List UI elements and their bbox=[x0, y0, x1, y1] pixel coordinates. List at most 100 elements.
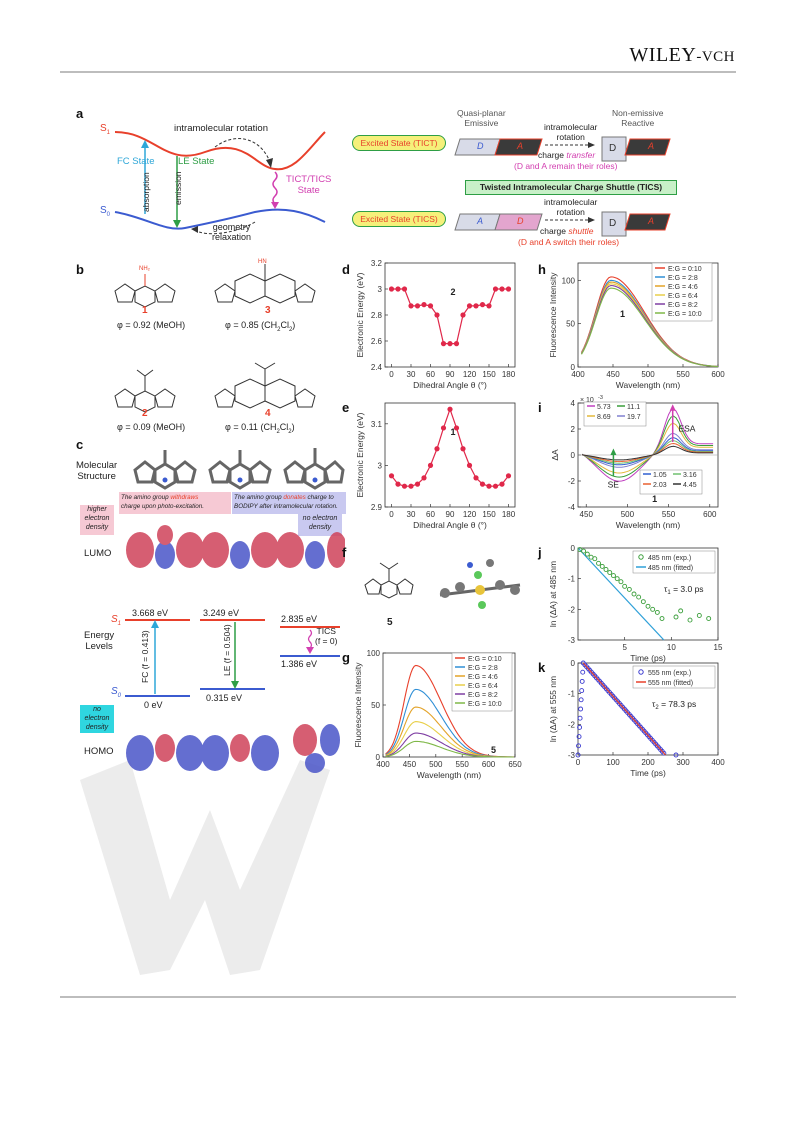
data-point bbox=[622, 583, 628, 589]
tics-a-left: A bbox=[477, 216, 484, 226]
y-tick-label: -2 bbox=[568, 720, 576, 729]
energy-point bbox=[414, 303, 421, 309]
panel-b-structures: NH₂ HN bbox=[114, 259, 316, 413]
x-tick-label: 500 bbox=[429, 760, 443, 769]
x-tick-label: 180 bbox=[502, 510, 516, 519]
intramolecular-rotation-label: intramolecular rotation bbox=[174, 123, 268, 134]
legend-label: E:G = 2:8 bbox=[468, 665, 498, 672]
energy-point bbox=[434, 446, 440, 452]
legend-label: 485 nm (fitted) bbox=[648, 565, 693, 572]
compound-1-quantum-yield: φ = 0.92 (MeOH) bbox=[117, 320, 186, 330]
plot-frame bbox=[577, 547, 719, 641]
legend-label: 1.05 bbox=[653, 472, 667, 479]
y-axis-label: ln (ΔA) at 555 nm bbox=[548, 676, 558, 742]
legend-label: E:G = 6:4 bbox=[668, 293, 698, 300]
energy-point bbox=[395, 481, 401, 487]
energy-point bbox=[453, 425, 460, 431]
y-axis-label: Electronic Energy (eV) bbox=[355, 272, 365, 357]
legend-label: E:G = 2:8 bbox=[668, 275, 698, 282]
legend-label: 485 nm (exp.) bbox=[648, 555, 691, 562]
esa-label: ESA bbox=[678, 424, 695, 434]
s1-label: S1 bbox=[100, 123, 111, 136]
energy-curve bbox=[391, 288, 509, 345]
x-tick-label: 500 bbox=[621, 510, 635, 519]
panel-e-label: e bbox=[342, 400, 350, 415]
legend-label: 11.1 bbox=[627, 404, 640, 411]
panel-d-label: d bbox=[342, 262, 350, 277]
panel-f-compound: 5 bbox=[387, 617, 393, 628]
x-tick-label: 500 bbox=[641, 370, 655, 379]
exponent-power: -3 bbox=[598, 395, 603, 401]
x-axis-label: Wavelength (nm) bbox=[616, 520, 681, 530]
energy-curve bbox=[391, 407, 509, 487]
switch-roles-label: (D and A switch their roles) bbox=[518, 237, 620, 247]
y-tick-label: 2.8 bbox=[371, 311, 383, 320]
x-tick-label: 180 bbox=[502, 370, 516, 379]
homo-label: HOMO bbox=[84, 746, 114, 757]
lumo-orbitals bbox=[126, 525, 345, 569]
compound-4-quantum-yield: φ = 0.11 (CH2Cl2) bbox=[225, 422, 295, 435]
fit-line bbox=[577, 547, 665, 641]
compound-number: 1 bbox=[450, 427, 455, 437]
data-point bbox=[636, 594, 642, 600]
data-point bbox=[696, 613, 702, 618]
data-point bbox=[614, 576, 620, 582]
tics-d-left: D bbox=[517, 216, 524, 226]
energy-point bbox=[447, 341, 453, 347]
y-tick-label: 0 bbox=[376, 753, 381, 762]
x-tick-label: 30 bbox=[407, 370, 416, 379]
energy-point bbox=[427, 462, 434, 468]
y-tick-label: 0 bbox=[571, 659, 576, 668]
energy-point bbox=[460, 446, 466, 452]
x-tick-label: 150 bbox=[482, 370, 496, 379]
data-point bbox=[577, 715, 583, 721]
data-point bbox=[654, 609, 660, 615]
panel-f-label: f bbox=[342, 545, 347, 560]
data-point bbox=[578, 706, 584, 712]
tict-diagram bbox=[454, 136, 671, 162]
energy-point bbox=[505, 473, 512, 479]
data-point bbox=[577, 724, 583, 730]
y-axis-label: Fluorescence Intensity bbox=[353, 662, 363, 748]
y-tick-label: 3.1 bbox=[371, 420, 383, 429]
svg-text:NH₂: NH₂ bbox=[139, 266, 151, 272]
legend-label: 8.69 bbox=[597, 414, 611, 421]
x-axis-label: Dihedral Angle θ (°) bbox=[413, 380, 487, 390]
y-tick-label: -2 bbox=[568, 477, 576, 486]
charge-shuttle-label: charge shuttle bbox=[540, 226, 594, 236]
remain-roles-label: (D and A remain their roles) bbox=[514, 161, 618, 171]
energy-point bbox=[473, 303, 479, 309]
tict-d-right: D bbox=[609, 143, 617, 154]
data-point bbox=[579, 688, 585, 694]
energy-point bbox=[473, 475, 479, 481]
spectrum-line bbox=[385, 740, 514, 758]
panel-j-label: j bbox=[538, 545, 542, 560]
x-axis-label: Dihedral Angle θ (°) bbox=[413, 520, 487, 530]
compound-4-number: 4 bbox=[265, 408, 271, 419]
data-point bbox=[611, 573, 616, 579]
tics-title-banner: Twisted Intramolecular Charge Shuttle (T… bbox=[465, 180, 677, 195]
energy-2835: 2.835 eV bbox=[281, 614, 318, 624]
energy-point bbox=[434, 312, 440, 318]
y-tick-label: -1 bbox=[568, 575, 576, 584]
legend-label: E:G = 0:10 bbox=[668, 266, 702, 273]
data-point bbox=[645, 603, 651, 609]
legend-label: E:G = 6:4 bbox=[468, 683, 498, 690]
x-tick-label: 90 bbox=[446, 370, 455, 379]
energy-3249: 3.249 eV bbox=[203, 608, 240, 618]
data-point bbox=[579, 678, 585, 684]
fit-line bbox=[582, 662, 666, 756]
footer-rule bbox=[60, 996, 736, 998]
energy-3668: 3.668 eV bbox=[132, 608, 169, 618]
panel-h-label: h bbox=[538, 262, 546, 277]
energy-1386: 1.386 eV bbox=[281, 659, 318, 669]
energy-point bbox=[408, 483, 414, 489]
tau-label: τ1 = 3.0 ps bbox=[664, 584, 704, 596]
